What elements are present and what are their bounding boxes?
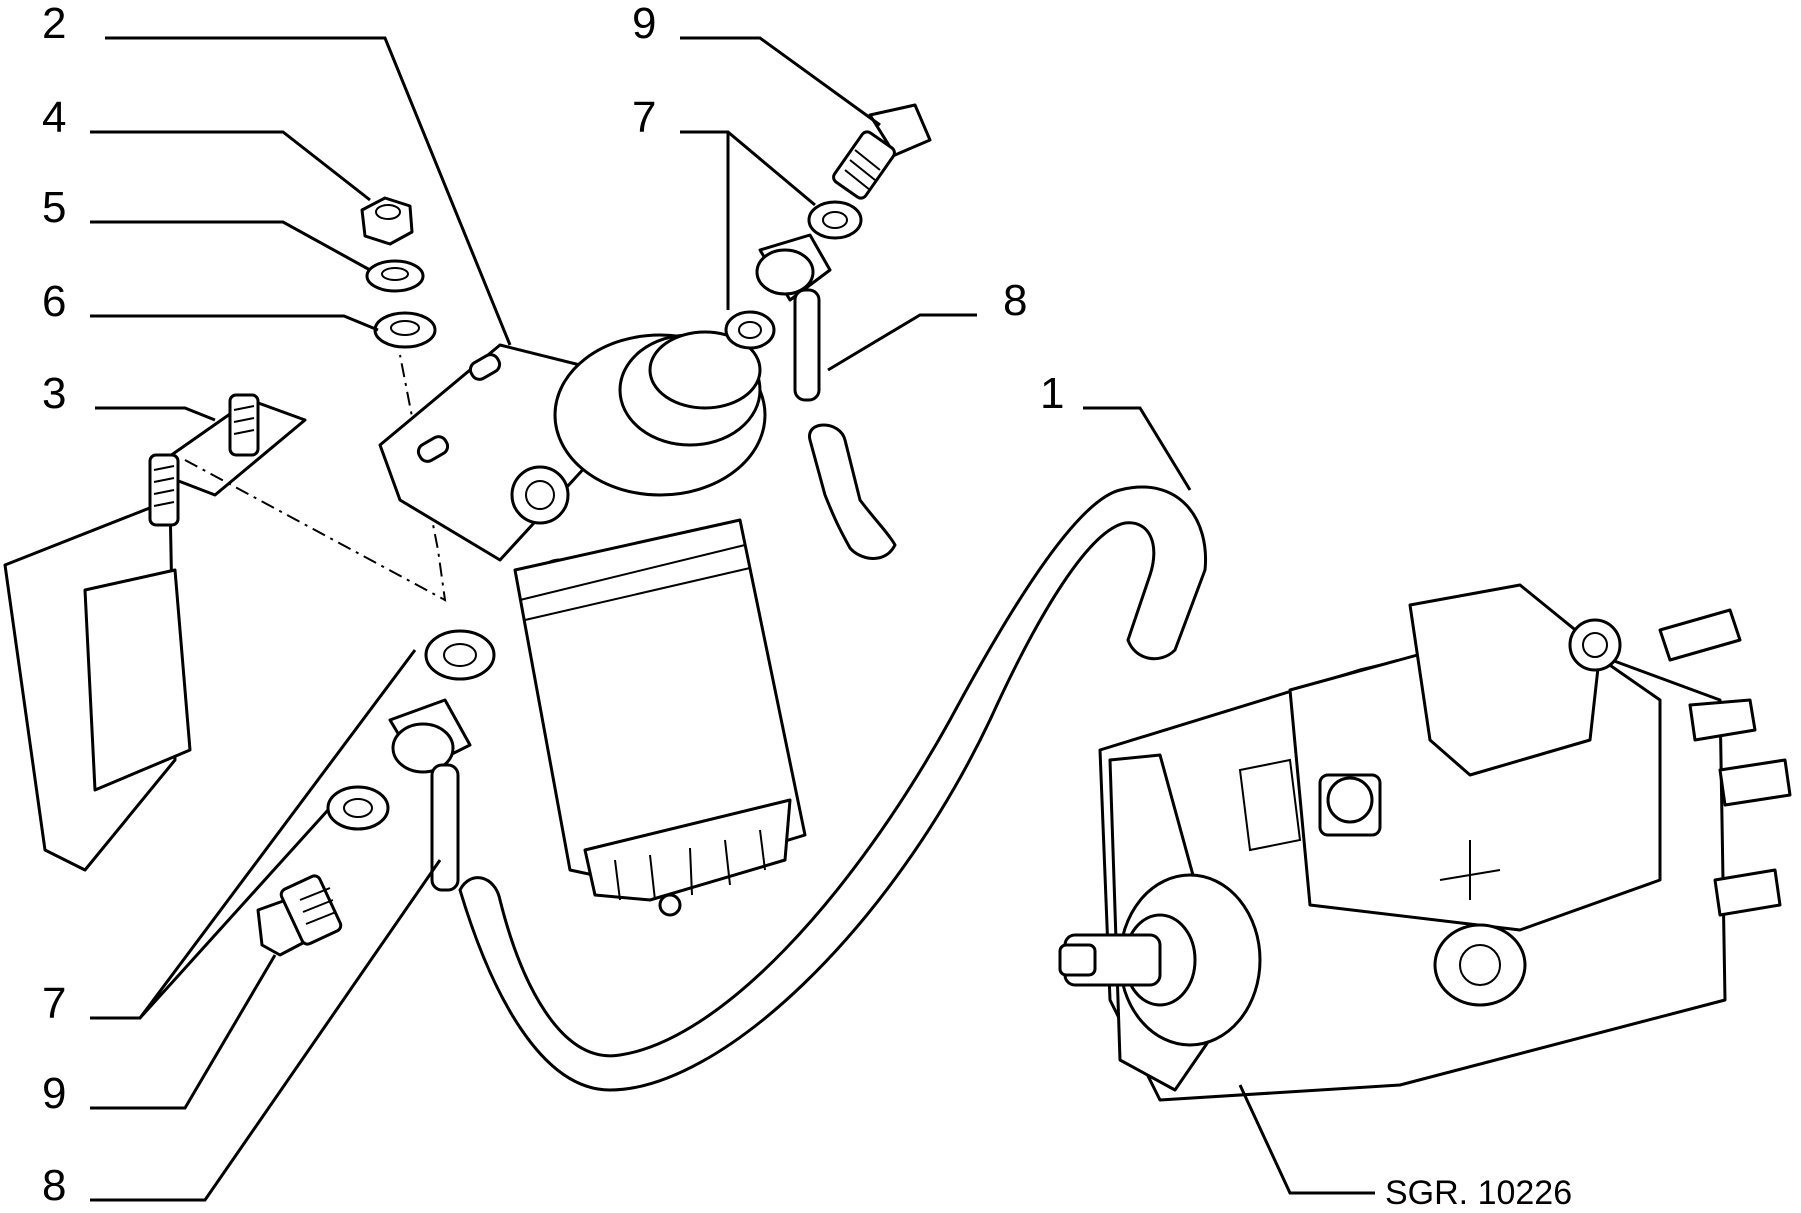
callout-9-top: 9: [632, 0, 656, 48]
callout-5: 5: [42, 183, 66, 232]
leader-8-top: [827, 313, 977, 372]
callout-8-bottom: 8: [42, 1161, 66, 1210]
leader-2: [105, 36, 512, 346]
injection-pump: [1058, 583, 1792, 1102]
flat-washer: [373, 311, 437, 349]
leader-9-top: [680, 36, 881, 127]
banjo-fitting: [755, 233, 832, 402]
callout-2: 2: [42, 0, 66, 48]
lock-washer: [365, 259, 425, 293]
leader-6: [90, 314, 379, 332]
fuel-filter: [513, 330, 807, 917]
callout-1: 1: [1040, 369, 1064, 418]
sealing-washer: [424, 629, 496, 681]
callout-6: 6: [42, 277, 66, 326]
banjo-fitting: [388, 698, 472, 892]
short-hose: [808, 423, 897, 560]
callout-7-top: 7: [632, 93, 656, 142]
sealing-washer: [326, 785, 390, 831]
sealing-washer: [807, 200, 863, 240]
callout-7-bottom: 7: [42, 979, 66, 1028]
banjo-bolt: [832, 103, 932, 200]
callout-9-bottom: 9: [42, 1069, 66, 1118]
mounting-bracket: [3, 393, 307, 872]
fuel-hose: [458, 485, 1208, 1092]
leader-ref: [1238, 1084, 1375, 1195]
sealing-washer: [724, 310, 776, 350]
leader-7-top: [680, 130, 816, 310]
drawing-reference: SGR. 10226: [1385, 1174, 1572, 1212]
leader-4: [90, 130, 371, 202]
leader-3: [95, 406, 216, 422]
callout-4: 4: [42, 93, 66, 142]
callout-8-top: 8: [1003, 276, 1027, 325]
leader-5: [90, 220, 371, 272]
leader-7-bottom: [90, 649, 417, 1020]
callout-3: 3: [42, 369, 66, 418]
leader-8-bottom: [90, 859, 442, 1202]
leader-9-bottom: [90, 954, 277, 1110]
nut: [360, 196, 414, 246]
leader-1: [1083, 406, 1192, 491]
banjo-bolt: [256, 874, 343, 957]
